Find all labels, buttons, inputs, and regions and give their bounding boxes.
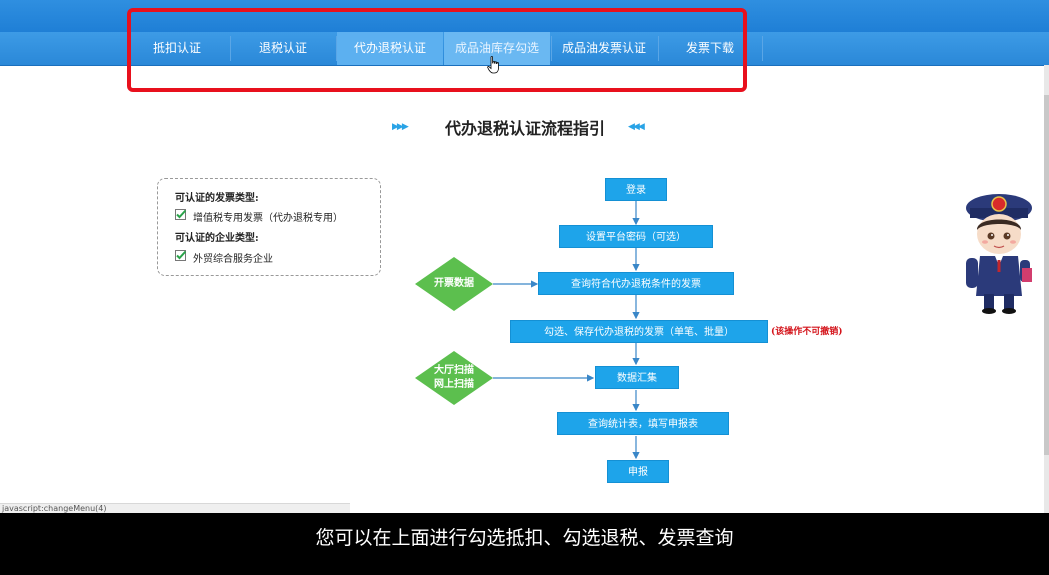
tax-officer-mascot xyxy=(962,186,1036,316)
flow-step-query-stats: 查询统计表，填写申报表 xyxy=(557,412,729,435)
diamond-label-hall-scan: 大厅扫描 xyxy=(420,364,488,378)
subtitle-text: 您可以在上面进行勾选抵扣、勾选退税、发票查询 xyxy=(0,525,1049,551)
flow-step-login: 登录 xyxy=(605,178,667,201)
status-bar-link-preview: javascript:changeMenu(4) xyxy=(0,503,350,513)
flow-step-query-invoices: 查询符合代办退税条件的发票 xyxy=(538,272,734,295)
irreversible-warning: (该操作不可撤销) xyxy=(771,324,843,337)
flow-step-data-summary: 数据汇集 xyxy=(595,366,679,389)
flow-step-set-password: 设置平台密码（可选） xyxy=(559,225,713,248)
flow-step-declare: 申报 xyxy=(607,460,669,483)
diamond-label-issue-data: 开票数据 xyxy=(420,277,488,291)
diamond-label-online-scan: 网上扫描 xyxy=(420,378,488,392)
flow-step-select-save: 勾选、保存代办退税的发票（单笔、批量） xyxy=(510,320,768,343)
